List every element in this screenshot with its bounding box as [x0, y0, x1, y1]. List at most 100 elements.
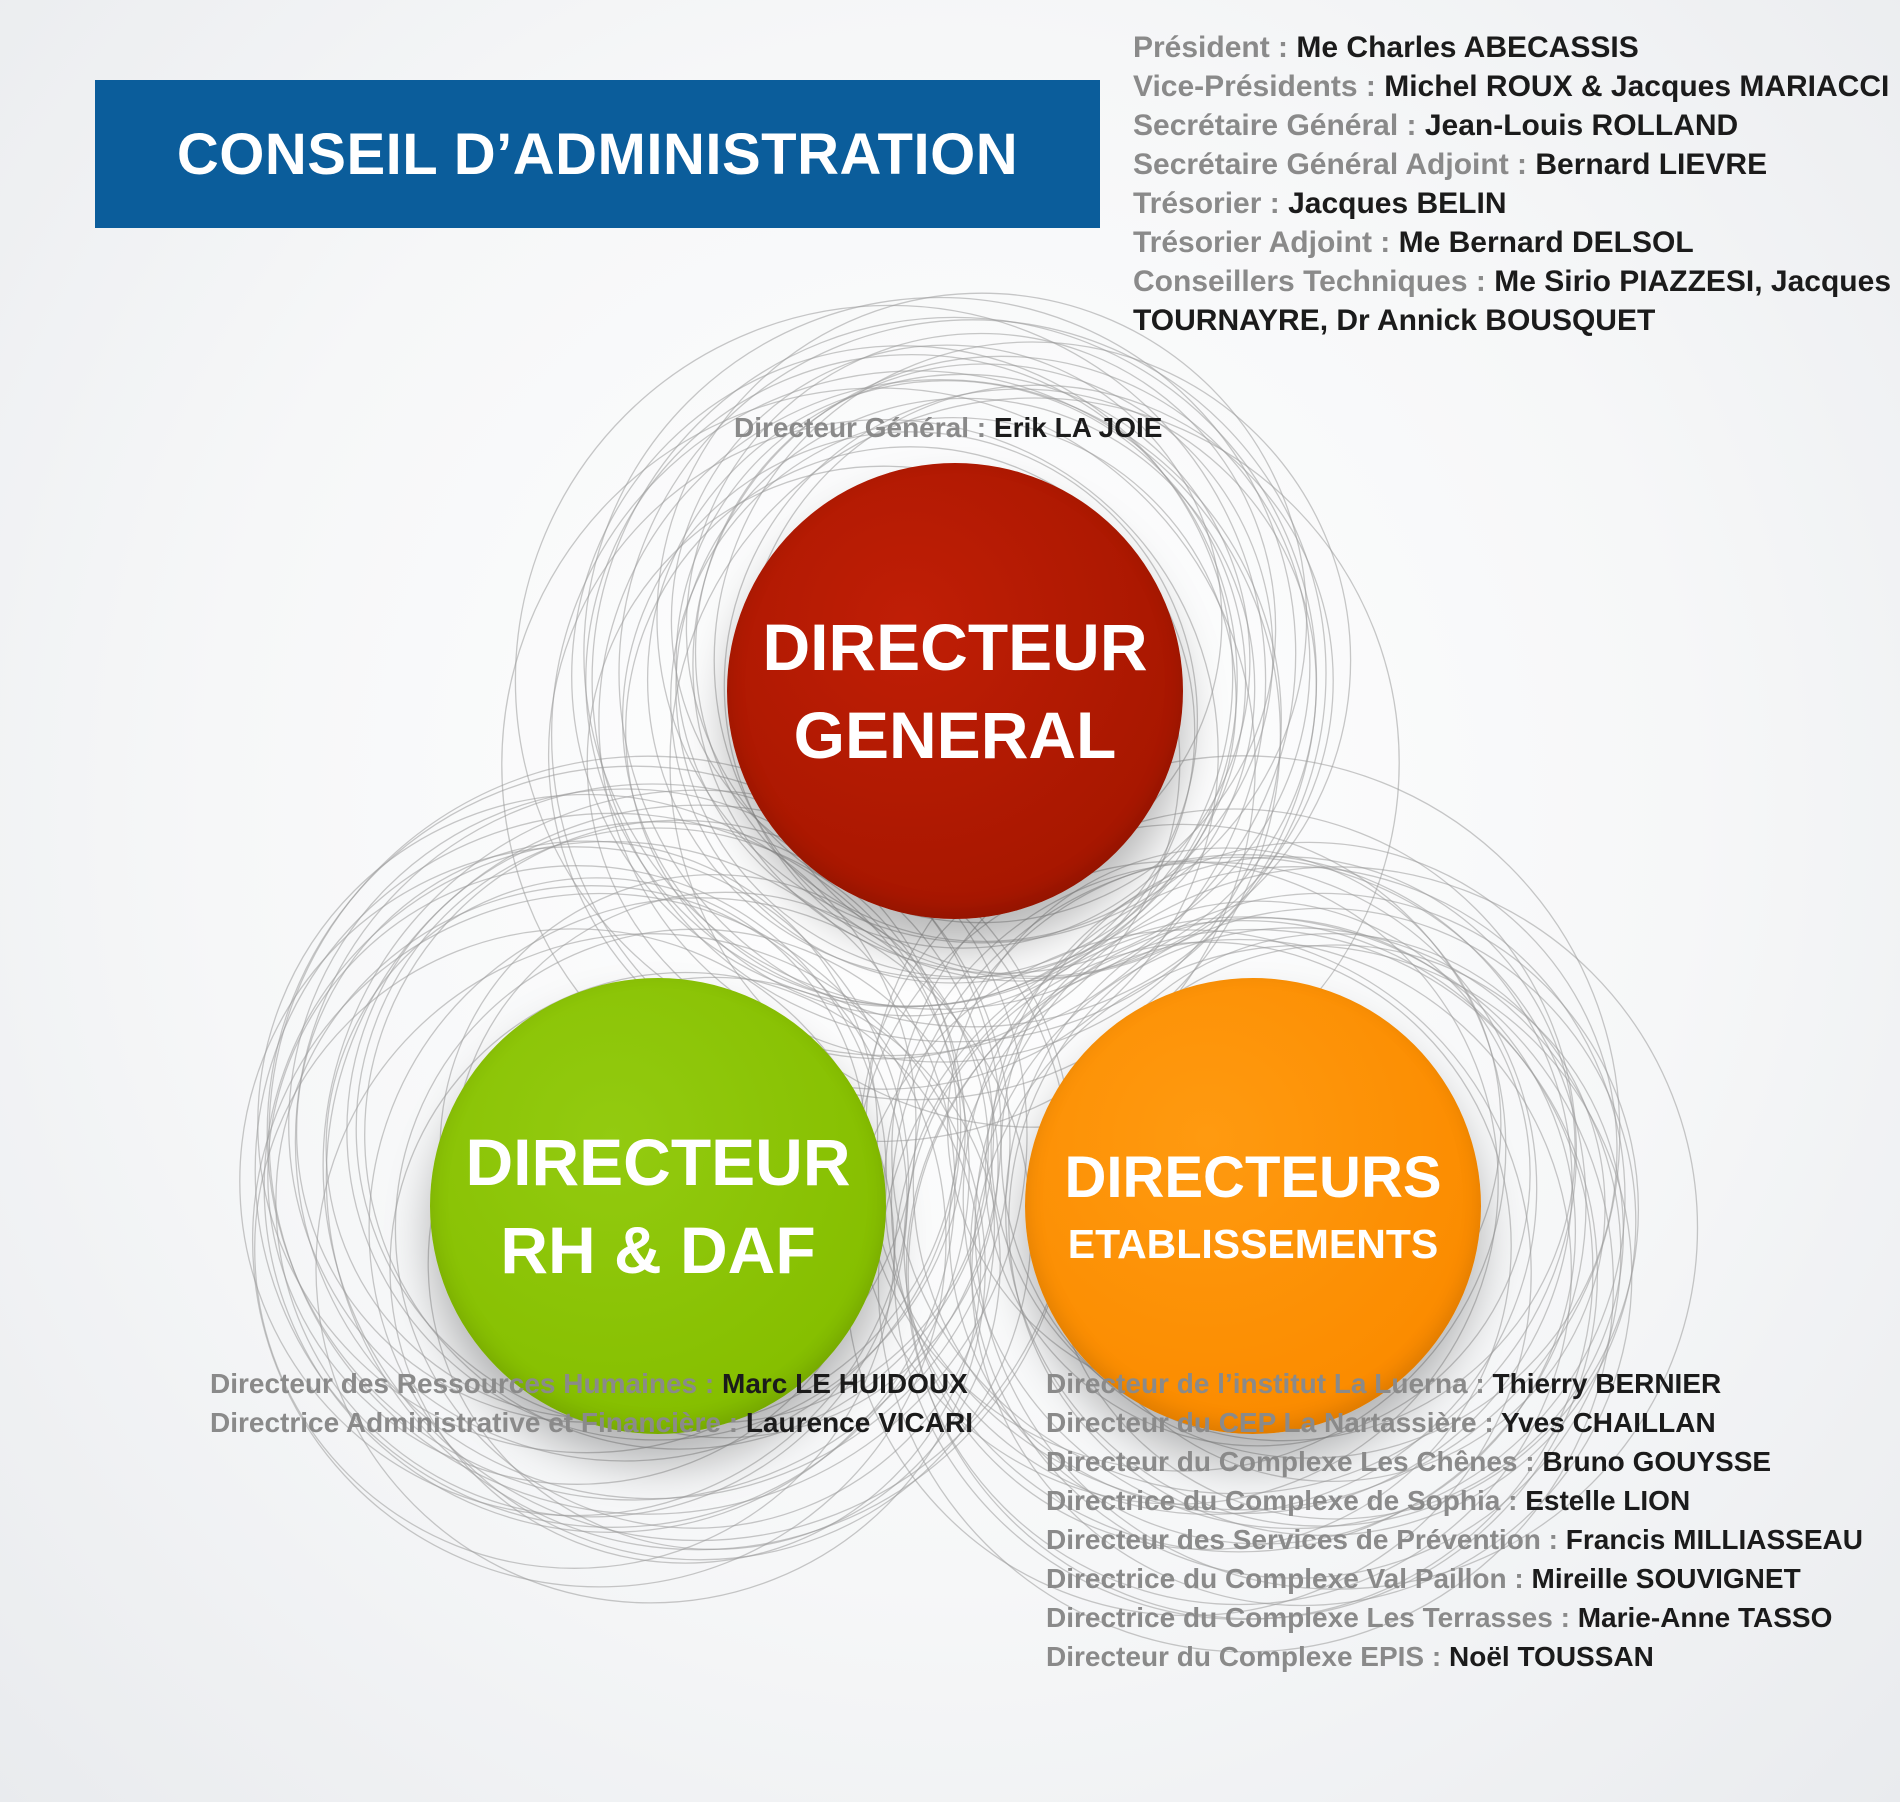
item-role: Directeur du CEP La Nartassière : — [1046, 1407, 1494, 1438]
board-member: Secrétaire Général : Jean-Louis ROLLAND — [1133, 106, 1893, 145]
etablissements-list: Directeur de l’institut La Luerna : Thie… — [1046, 1364, 1863, 1676]
board-member: Trésorier Adjoint : Me Bernard DELSOL — [1133, 223, 1893, 262]
circle-red-line1: DIRECTEUR — [762, 610, 1148, 684]
item-name: Estelle LION — [1525, 1485, 1691, 1516]
circle-directeurs-etablissements: DIRECTEURS ETABLISSEMENTS — [1025, 978, 1481, 1434]
decorative-ring — [646, 380, 1247, 980]
member-name: Michel ROUX & Jacques MARIACCI — [1384, 70, 1890, 103]
circle-orange-line2: ETABLISSEMENTS — [1067, 1221, 1439, 1267]
banner-title: CONSEIL D’ADMINISTRATION — [176, 121, 1019, 187]
item-name: Francis MILLIASSEAU — [1565, 1524, 1863, 1555]
list-item: Directeur du Complexe Les Chênes : Bruno… — [1046, 1442, 1863, 1481]
item-name: Noël TOUSSAN — [1449, 1641, 1654, 1672]
decorative-ring — [905, 938, 1573, 1606]
item-role: Directeur du Complexe Les Chênes : — [1046, 1446, 1535, 1477]
member-name: Jacques BELIN — [1288, 187, 1507, 220]
list-item: Directeur de l’institut La Luerna : Thie… — [1046, 1364, 1863, 1403]
decorative-ring — [618, 319, 1327, 1028]
member-role: Secrétaire Général : — [1133, 109, 1417, 142]
circle-directeur-rh-daf: DIRECTEUR RH & DAF — [430, 978, 886, 1434]
decorative-ring — [694, 363, 1274, 943]
list-item: Directeur des Services de Prévention : F… — [1046, 1520, 1863, 1559]
decorative-ring — [288, 788, 962, 1462]
decorative-ring — [891, 808, 1578, 1495]
item-name: Marie-Anne TASSO — [1577, 1602, 1833, 1633]
rh-daf-list: Directeur des Ressources Humaines : Marc… — [210, 1364, 973, 1442]
board-members-list: Président : Me Charles ABECASSIS Vice-Pr… — [1133, 28, 1893, 340]
decorative-ring — [974, 866, 1699, 1590]
decorative-ring — [294, 783, 1011, 1500]
decorative-ring — [669, 397, 1400, 1128]
member-role: Conseillers Techniques : — [1133, 265, 1486, 298]
decorative-ring — [990, 856, 1576, 1442]
board-member: Vice-Présidents : Michel ROUX & Jacques … — [1133, 67, 1893, 106]
member-name: Me Bernard DELSOL — [1398, 226, 1694, 259]
decorative-ring — [713, 341, 1352, 980]
decorative-ring — [1008, 907, 1637, 1537]
list-item: Directrice du Complexe Les Terrasses : M… — [1046, 1598, 1863, 1637]
member-role: Trésorier Adjoint : — [1133, 226, 1391, 259]
decorative-ring — [598, 378, 1282, 1063]
list-item: Directeur du Complexe EPIS : Noël TOUSSA… — [1046, 1637, 1863, 1676]
member-name: Me Sirio PIAZZESI, Jacques — [1494, 265, 1892, 298]
decorative-ring — [571, 345, 1234, 1008]
circle-green-line2: RH & DAF — [500, 1213, 816, 1287]
item-role: Directrice du Complexe Val Paillon : — [1046, 1563, 1524, 1594]
decorative-ring — [239, 846, 910, 1517]
item-role: Directrice du Complexe Les Terrasses : — [1046, 1602, 1570, 1633]
item-name: Bruno GOUYSSE — [1542, 1446, 1772, 1477]
member-role: Président : — [1133, 31, 1289, 64]
item-name: Yves CHAILLAN — [1500, 1407, 1716, 1438]
circle-red-line2: GENERAL — [793, 698, 1117, 772]
item-role: Directrice Administrative et Financière … — [210, 1407, 739, 1438]
circle-orange-line1: DIRECTEURS — [1064, 1145, 1442, 1210]
item-role: Directeur de l’institut La Luerna : — [1046, 1368, 1485, 1399]
member-name: Me Charles ABECASSIS — [1296, 31, 1639, 64]
item-name: Marc LE HUIDOUX — [722, 1368, 968, 1399]
decorative-ring — [267, 865, 888, 1485]
board-member: Conseillers Techniques : Me Sirio PIAZZE… — [1133, 262, 1893, 301]
item-role: Directrice du Complexe de Sophia : — [1046, 1485, 1518, 1516]
list-item: Directrice du Complexe Val Paillon : Mir… — [1046, 1559, 1863, 1598]
item-name: Laurence VICARI — [745, 1407, 973, 1438]
item-role: Directeur des Services de Prévention : — [1046, 1524, 1558, 1555]
member-name: Jean-Louis ROLLAND — [1424, 109, 1739, 142]
banner-conseil-administration: CONSEIL D’ADMINISTRATION — [95, 80, 1100, 228]
member-name: Bernard LIEVRE — [1535, 148, 1768, 181]
item-name: Thierry BERNIER — [1492, 1368, 1722, 1399]
decorative-ring — [364, 819, 995, 1450]
circle-directeur-general: DIRECTEUR GENERAL — [727, 463, 1183, 919]
item-role: Directeur des Ressources Humaines : — [210, 1368, 715, 1399]
item-role: Directeur du Complexe EPIS : — [1046, 1641, 1442, 1672]
decorative-ring — [984, 900, 1531, 1447]
list-item: Directeur du CEP La Nartassière : Yves C… — [1046, 1403, 1863, 1442]
list-item: Directeur des Ressources Humaines : Marc… — [210, 1364, 973, 1403]
decorative-ring — [266, 765, 1002, 1501]
board-member: Trésorier : Jacques BELIN — [1133, 184, 1893, 223]
member-role: Trésorier : — [1133, 187, 1280, 220]
board-member-continuation: TOURNAYRE, Dr Annick BOUSQUET — [1133, 304, 1656, 337]
board-member: Secrétaire Général Adjoint : Bernard LIE… — [1133, 145, 1893, 184]
decorative-ring — [251, 892, 947, 1588]
item-name: Mireille SOUVIGNET — [1531, 1563, 1801, 1594]
decorative-ring — [254, 812, 970, 1528]
list-item: Directrice Administrative et Financière … — [210, 1403, 973, 1442]
circle-green-line1: DIRECTEUR — [465, 1125, 851, 1199]
directeur-general-label: Directeur Général : Erik LA JOIE — [734, 412, 1162, 444]
member-role: Secrétaire Général Adjoint : — [1133, 148, 1528, 181]
decorative-ring — [547, 418, 1219, 1090]
decorative-ring — [890, 856, 1587, 1553]
dg-name: Erik LA JOIE — [993, 412, 1163, 443]
decorative-ring — [1004, 892, 1640, 1527]
decorative-ring — [586, 465, 1181, 1060]
decorative-ring — [394, 928, 996, 1529]
decorative-ring — [962, 866, 1626, 1530]
decorative-ring — [315, 933, 986, 1604]
decorative-ring — [1000, 841, 1618, 1459]
decorative-ring — [685, 332, 1277, 924]
decorative-ring — [903, 941, 1512, 1551]
dg-role: Directeur Général : — [734, 412, 987, 443]
decorative-ring — [591, 316, 1318, 1043]
board-member: Président : Me Charles ABECASSIS — [1133, 28, 1893, 67]
